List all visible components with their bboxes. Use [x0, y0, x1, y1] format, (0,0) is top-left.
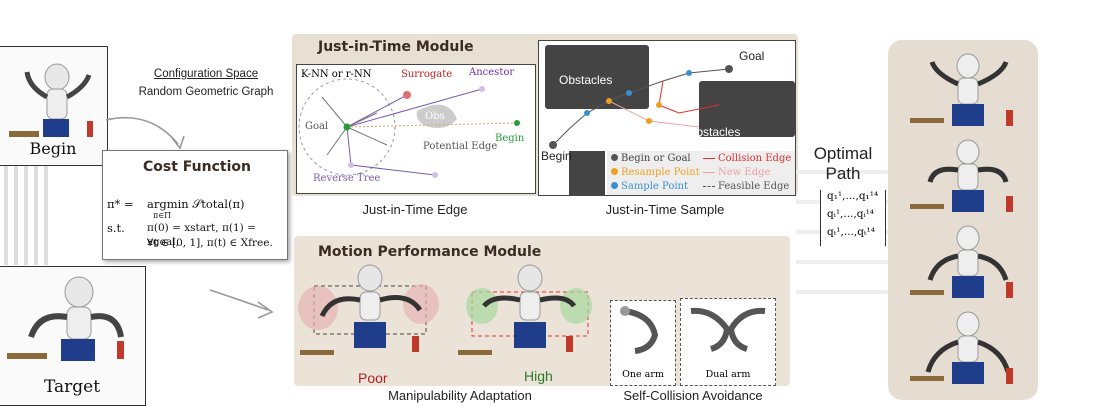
left-stripes [0, 165, 100, 265]
flow-arrows [105, 116, 274, 319]
eq2-rhs: π(0) = xstart, π(1) = xgoal, [147, 222, 256, 248]
legend-collision: Collision Edge [703, 153, 791, 164]
manip-caption: Manipulability Adaptation [388, 388, 532, 403]
target-label: Target [43, 377, 101, 397]
high-label: High [524, 368, 553, 384]
goal-label: Goal [305, 121, 329, 132]
trajectory-robots [910, 53, 1013, 384]
config-space-label: Configuration Space [153, 68, 259, 80]
jit-edge-graph [298, 78, 520, 178]
eq2-lhs: s.t. [107, 221, 125, 235]
one-arm-box: One arm [610, 300, 676, 386]
one-arm-illustration [620, 306, 659, 354]
eq1-rhs: argmin 𝒮total(π) [147, 197, 245, 211]
legend-sample: Sample Point [611, 181, 688, 192]
jit-sample-graph [545, 45, 795, 195]
cost-function-title: Cost Function [143, 159, 251, 175]
reverse-tree-label: Reverse Tree [313, 173, 381, 184]
poor-label: Poor [358, 370, 388, 386]
path-matrix: q₁¹,...,q₁¹⁴ qᵢ¹,...,qᵢ¹⁴ qₜ¹,...,qₜ¹⁴ [820, 190, 886, 246]
poor-robot-illustration [298, 264, 439, 355]
begin-photo: Begin [0, 46, 108, 166]
begin-label: Begin [29, 139, 77, 158]
matrix-row-2: qᵢ¹,...,qᵢ¹⁴ [827, 208, 874, 220]
obstacles-label-1: Obstacles [559, 73, 613, 87]
legend-new-edge: New Edge [703, 167, 770, 178]
high-robot-illustration [458, 264, 592, 355]
begin-robot-illustration [0, 47, 107, 165]
self-collision-caption: Self-Collision Avoidance [623, 388, 763, 403]
knn-label: K-NN or r-NN [301, 69, 372, 80]
trajectory-panel [888, 40, 1038, 400]
jit-sample-panel: Goal Obstacles Obstacles Begin Begin or … [538, 40, 796, 196]
dual-arm-illustration [690, 307, 766, 352]
optimal-label: Optimal [813, 144, 873, 163]
sample-begin-label: Begin [541, 149, 572, 163]
jit-edge-caption: Just-in-Time Edge [362, 202, 468, 217]
eq1-sub: π∈Π [153, 211, 172, 220]
dual-arm-box: Dual arm [680, 298, 776, 386]
one-arm-label: One arm [622, 369, 664, 380]
jit-module-title: Just-in-Time Module [318, 39, 474, 55]
rgg-label: Random Geometric Graph [138, 86, 274, 98]
surrogate-label: Surrogate [401, 69, 453, 80]
eq1-lhs: π* = [107, 197, 134, 211]
path-label: Path [825, 164, 861, 183]
ancestor-label: Ancestor [469, 67, 515, 78]
dual-arm-label: Dual arm [705, 369, 751, 380]
obs-label: Obs [425, 111, 445, 122]
legend-resample: Resample Point [611, 167, 700, 178]
matrix-row-1: q₁¹,...,q₁¹⁴ [827, 190, 879, 202]
legend-feasible: Feasible Edge [703, 181, 789, 192]
cost-function-box: Cost Function π* = argmin 𝒮total(π) π∈Π … [102, 150, 288, 260]
eq3-rhs: ∀t ∈ [0, 1], π(t) ∈ Xfree. [147, 237, 273, 249]
obstacles-label-2: Obstacles [687, 125, 741, 139]
target-robot-illustration [0, 267, 145, 405]
jit-sample-caption: Just-in-Time Sample [605, 202, 725, 217]
target-photo: Target [0, 266, 146, 406]
motion-module-title: Motion Performance Module [318, 244, 542, 260]
potential-edge-label: Potential Edge [423, 141, 498, 152]
matrix-row-3: qₜ¹,...,qₜ¹⁴ [827, 226, 875, 238]
sample-goal-label: Goal [739, 49, 765, 63]
jit-edge-panel: K-NN or r-NN Surrogate Ancestor Goal Obs… [296, 64, 536, 194]
goal-node [343, 123, 351, 131]
legend-begin-goal: Begin or Goal [611, 153, 691, 164]
begin-node-label: Begin [495, 133, 525, 144]
